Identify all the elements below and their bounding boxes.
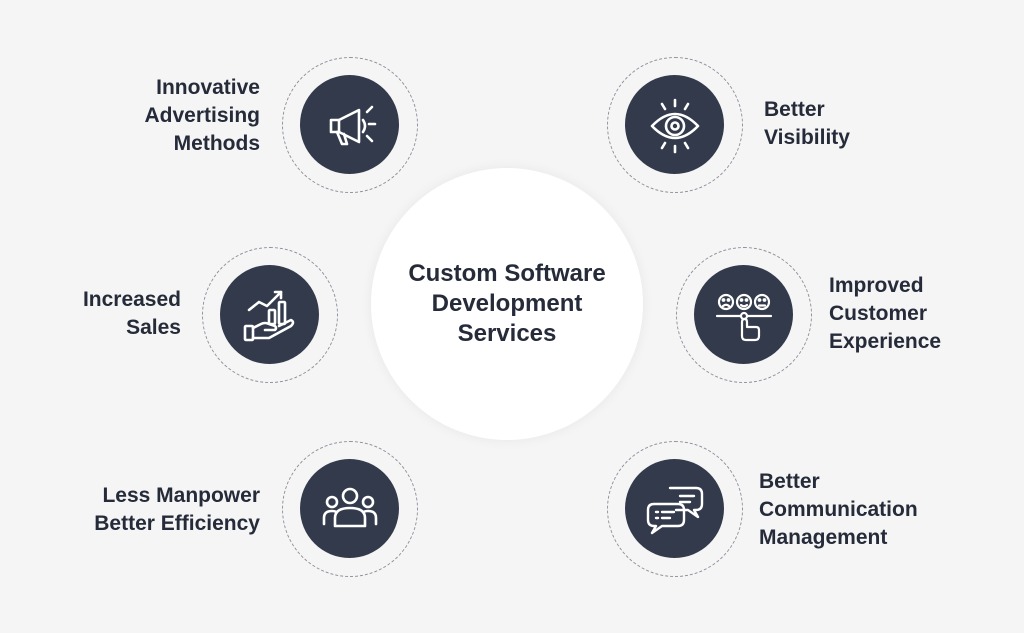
- label-line: Advertising: [144, 104, 260, 127]
- label-line: Improved: [829, 274, 924, 297]
- center-title-line: Custom Software: [408, 260, 606, 287]
- ring-better-visibility: [607, 57, 743, 193]
- disc-less-manpower: [300, 459, 399, 558]
- disc-increased-sales: [220, 265, 319, 364]
- ring-better-communication: [607, 441, 743, 577]
- label-better-visibility: Better Visibility: [764, 96, 850, 152]
- eye-icon: [650, 98, 699, 153]
- disc-innovative-advertising: [300, 75, 399, 174]
- feedback-rating-icon: [715, 293, 772, 341]
- label-line: Visibility: [764, 126, 850, 149]
- megaphone-icon: [329, 105, 376, 145]
- label-innovative-advertising: Innovative Advertising Methods: [144, 74, 260, 158]
- label-line: Experience: [829, 330, 942, 353]
- disc-better-visibility: [625, 75, 724, 174]
- label-line: Better: [759, 470, 820, 493]
- label-increased-sales: Increased Sales: [83, 286, 181, 342]
- label-less-manpower: Less Manpower Better Efficiency: [94, 482, 260, 538]
- ring-less-manpower: [282, 441, 418, 577]
- label-line: Sales: [126, 316, 181, 339]
- center-title-line: Development: [431, 290, 583, 317]
- ring-innovative-advertising: [282, 57, 418, 193]
- label-line: Customer: [829, 302, 928, 325]
- ring-improved-customer-experience: [676, 247, 812, 383]
- disc-improved-customer-experience: [694, 265, 793, 364]
- label-line: Management: [759, 526, 888, 549]
- label-line: Better Efficiency: [94, 512, 260, 535]
- center-title: Custom Software Development Services: [392, 259, 622, 349]
- center-title-line: Services: [457, 320, 557, 347]
- growth-hand-icon: [243, 290, 294, 341]
- ring-increased-sales: [202, 247, 338, 383]
- label-line: Less Manpower: [102, 484, 260, 507]
- chat-bubbles-icon: [646, 486, 703, 534]
- label-line: Communication: [759, 498, 918, 521]
- label-line: Increased: [82, 288, 181, 311]
- label-improved-customer-experience: Improved Customer Experience: [829, 272, 941, 356]
- disc-better-communication: [625, 459, 724, 558]
- label-line: Better: [764, 98, 825, 121]
- center-circle: Custom Software Development Services: [371, 168, 643, 440]
- label-line: Methods: [173, 132, 260, 155]
- team-icon: [322, 487, 377, 527]
- label-line: Innovative: [156, 76, 260, 99]
- label-better-communication: Better Communication Management: [759, 468, 918, 552]
